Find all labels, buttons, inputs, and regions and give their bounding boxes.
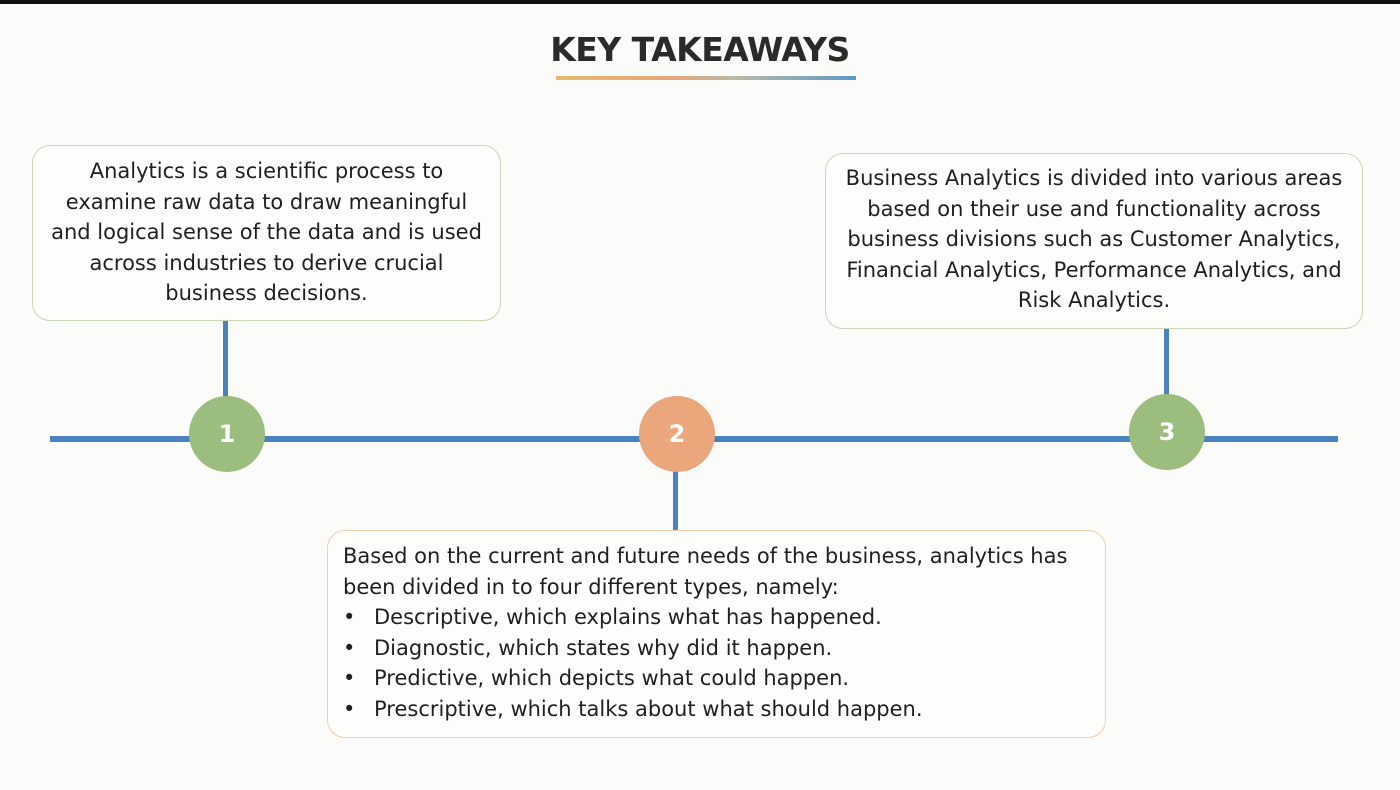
list-item-text: Prescriptive, which talks about what sho… xyxy=(374,696,923,721)
list-item: • Descriptive, which explains what has ha… xyxy=(343,602,1091,633)
connector-2 xyxy=(673,470,678,530)
takeaway-box-1: Analytics is a scientific process to exa… xyxy=(32,145,501,321)
list-item: • Prescriptive, which talks about what sh… xyxy=(343,694,1091,725)
timeline-node-1: 1 xyxy=(189,396,265,472)
top-border xyxy=(0,0,1400,4)
takeaway-text-1: Analytics is a scientific process to exa… xyxy=(51,159,482,305)
list-item: • Diagnostic, which states why did it hap… xyxy=(343,633,1091,664)
bullet-icon: • xyxy=(343,635,356,660)
list-item-text: Diagnostic, which states why did it happ… xyxy=(374,635,833,660)
timeline-node-3: 3 xyxy=(1129,394,1205,470)
takeaway-box-2: Based on the current and future needs of… xyxy=(327,530,1106,738)
bullet-icon: • xyxy=(343,605,356,629)
takeaway-text-3: Business Analytics is divided into vario… xyxy=(845,166,1343,312)
bullet-icon: • xyxy=(343,696,356,721)
list-item-text: Descriptive, which explains what has hap… xyxy=(374,605,882,629)
takeaway-box-3: Business Analytics is divided into vario… xyxy=(825,153,1363,329)
list-item-text: Predictive, which depicts what could hap… xyxy=(374,666,850,690)
bullet-icon: • xyxy=(343,666,356,690)
connector-3 xyxy=(1164,328,1169,398)
analytics-types-list: • Descriptive, which explains what has ha… xyxy=(343,602,1091,724)
title-underline xyxy=(556,76,856,80)
timeline-node-2: 2 xyxy=(639,396,715,472)
list-item: • Predictive, which depicts what could ha… xyxy=(343,663,1091,694)
connector-1 xyxy=(223,320,228,400)
page-title: KEY TAKEAWAYS xyxy=(550,30,850,69)
takeaway-intro-2: Based on the current and future needs of… xyxy=(343,544,1068,599)
